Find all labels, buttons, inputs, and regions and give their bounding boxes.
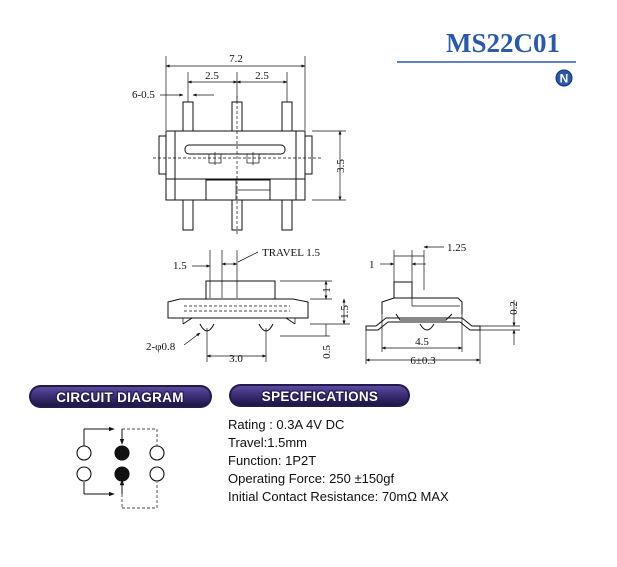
contact-common-bottom xyxy=(114,466,130,482)
dim-pin-spec: 6-0.5 xyxy=(132,89,155,101)
dim-end-offset: 1.25 xyxy=(447,242,467,254)
contact-left-top xyxy=(76,445,92,461)
dim-peg-spec: 2-φ0.8 xyxy=(146,341,176,353)
dim-actuator-height: 1 xyxy=(321,287,333,293)
dim-pitch-right: 2.5 xyxy=(255,70,269,82)
dim-pitch-left: 2.5 xyxy=(205,70,219,82)
spec-travel: Travel:1.5mm xyxy=(228,435,307,450)
spec-rating: Rating : 0.3A 4V DC xyxy=(228,417,345,432)
spec-function: Function: 1P2T xyxy=(228,453,317,468)
dim-overall-width: 7.2 xyxy=(229,53,243,65)
spec-contact-resistance: Initial Contact Resistance: 70mΩ MAX xyxy=(228,489,449,504)
specifications-heading: SPECIFICATIONS xyxy=(229,384,410,407)
dim-end-overall-width: 6±0.3 xyxy=(410,355,436,367)
travel-label: TRAVEL 1.5 xyxy=(262,247,321,259)
contact-right-bottom xyxy=(149,466,165,482)
dim-tab-thickness: 0.2 xyxy=(508,301,520,315)
n-badge-icon: N xyxy=(555,69,573,87)
dim-height: 3.5 xyxy=(335,159,347,173)
dim-end-actuator-width: 1 xyxy=(369,259,375,271)
circuit-heading: CIRCUIT DIAGRAM xyxy=(29,385,212,408)
circuit-diagram xyxy=(76,426,165,509)
badge-label: N xyxy=(560,72,569,86)
dim-peg-length: 0.5 xyxy=(321,345,333,359)
specifications-heading-text: SPECIFICATIONS xyxy=(262,389,378,404)
contact-common-top xyxy=(114,445,130,461)
top-view: 7.2 2.5 2.5 6-0.5 xyxy=(132,53,347,236)
model-title: MS22C01 xyxy=(446,28,560,58)
spec-operating-force: Operating Force: 250 ±150gf xyxy=(228,471,395,486)
dim-peg-spacing: 3.0 xyxy=(229,353,243,365)
dim-actuator-offset: 1.5 xyxy=(173,260,187,272)
contact-right-top xyxy=(149,445,165,461)
circuit-heading-text: CIRCUIT DIAGRAM xyxy=(56,390,184,405)
dim-end-body-width: 4.5 xyxy=(415,336,429,348)
end-view: 1.25 1 0.2 4.5 6±0.3 xyxy=(365,242,520,367)
header: MS22C01 N xyxy=(397,28,576,87)
dim-body-height: 1.5 xyxy=(339,305,351,319)
side-view: TRAVEL 1.5 1.5 1 1.5 0.5 2-φ0.8 xyxy=(146,247,351,365)
contact-left-bottom xyxy=(76,466,92,482)
